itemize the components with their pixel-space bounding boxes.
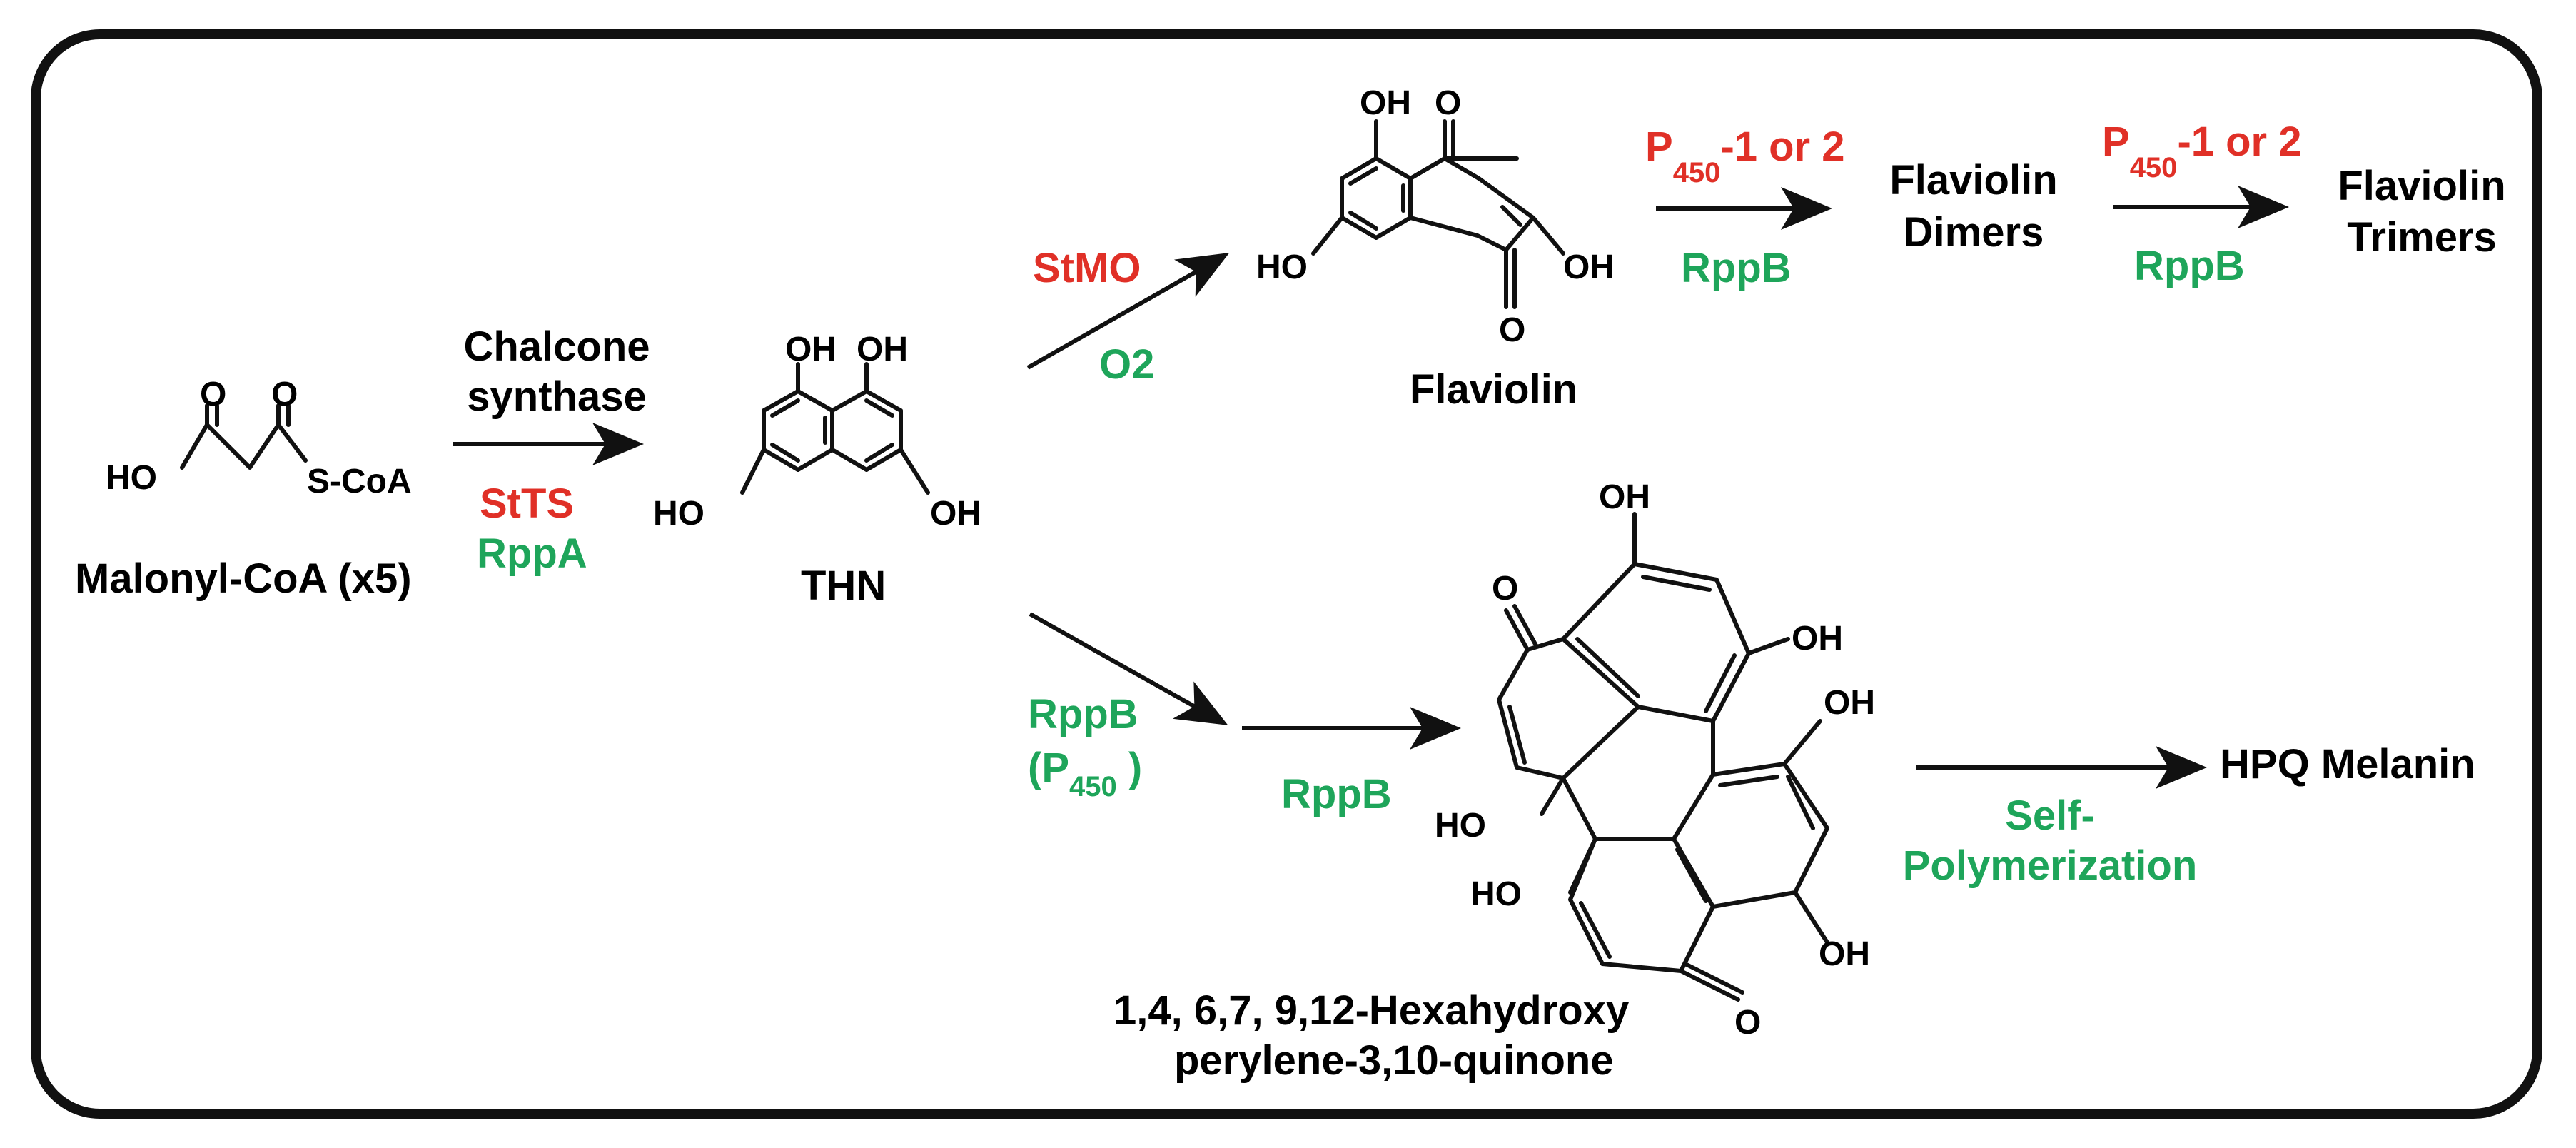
thn-ho-label: HO <box>653 495 704 533</box>
p450-b-sub: 450 <box>2130 152 2178 183</box>
rppa-label: RppA <box>477 530 587 577</box>
rppb-b-label: RppB <box>2134 243 2245 289</box>
hpq-oh-r1-label: OH <box>1824 684 1875 722</box>
hpq-o-left-label: O <box>1492 570 1518 608</box>
p450-paren-close: ) <box>1117 745 1142 791</box>
p450-b-label: P450-1 or 2 <box>2102 119 2302 183</box>
hpq-ho-l2-label: HO <box>1470 875 1522 913</box>
hpq-melanin-name: HPQ Melanin <box>2220 741 2475 787</box>
p450-b-rest: -1 or 2 <box>2177 119 2301 165</box>
hpq-o-bottom-label: O <box>1734 1004 1761 1042</box>
thn-oh1-label: OH <box>785 331 837 368</box>
p450-paren-sub: 450 <box>1069 771 1117 802</box>
hpq-oh-tr-label: OH <box>1792 620 1843 658</box>
self-polymerization-line1: Self- <box>2005 792 2095 839</box>
hpq-oh-top-label: OH <box>1599 478 1650 516</box>
flaviolin-structure: OH O HO OH O <box>1256 84 1615 349</box>
malonyl-o1-label: O <box>200 376 226 413</box>
malonyl-scoa-label: S-CoA <box>307 463 412 500</box>
rppb-a-label: RppB <box>1681 245 1792 291</box>
flaviolin-oh-right-label: OH <box>1563 248 1615 286</box>
chalcone-label-1: Chalcone <box>463 323 650 370</box>
flaviolin-name: Flaviolin <box>1410 366 1577 413</box>
arrow-rppb-p450 <box>1029 612 1228 725</box>
hpq-name-line2: perylene-3,10-quinone <box>1174 1037 1614 1084</box>
rppb-c-label: RppB <box>1028 691 1138 737</box>
self-polymerization-line2: Polymerization <box>1903 842 2198 889</box>
malonyl-coa-structure: HO O O S-CoA <box>106 376 412 500</box>
o2-label: O2 <box>1099 341 1154 388</box>
flaviolin-oh-top-label: OH <box>1360 84 1411 122</box>
diagram-border <box>31 29 2542 1119</box>
p450-a-label: P450-1 or 2 <box>1645 124 1845 188</box>
stmo-label: StMO <box>1033 245 1141 291</box>
p450-paren-open: (P <box>1028 745 1069 791</box>
thn-oh3-label: OH <box>930 495 981 533</box>
arrow-stmo <box>1026 253 1230 370</box>
hpq-name-line1: 1,4, 6,7, 9,12-Hexahydroxy <box>1113 987 1629 1034</box>
thn-oh2-label: OH <box>857 331 908 368</box>
flaviolin-o-bottom-label: O <box>1499 311 1525 349</box>
flaviolin-trimers-line2: Trimers <box>2347 214 2497 261</box>
p450-paren-label: (P450 ) <box>1028 745 1142 802</box>
malonyl-o2-label: O <box>271 376 298 413</box>
p450-a-sub: 450 <box>1673 157 1721 188</box>
flaviolin-o-top-label: O <box>1435 84 1461 122</box>
rppb-d-label: RppB <box>1281 771 1392 817</box>
hpq-ho-l1-label: HO <box>1435 807 1486 845</box>
flaviolin-trimers-line1: Flaviolin <box>2338 163 2505 209</box>
flaviolin-ho-label: HO <box>1256 248 1308 286</box>
hpq-structure: OH O OH OH HO HO OH O <box>1435 478 1875 1042</box>
malonyl-coa-name: Malonyl-CoA (x5) <box>75 555 412 602</box>
ststs-label: StTS <box>480 480 574 527</box>
flaviolin-dimers-line1: Flaviolin <box>1889 157 2057 203</box>
chalcone-label-2: synthase <box>467 373 646 420</box>
thn-name: THN <box>801 563 886 609</box>
p450-a-p: P <box>1645 124 1673 170</box>
p450-b-p: P <box>2102 119 2130 165</box>
hpq-oh-br-label: OH <box>1819 935 1870 973</box>
thn-structure: OH OH HO OH <box>653 331 981 533</box>
p450-a-rest: -1 or 2 <box>1720 124 1844 170</box>
malonyl-ho-label: HO <box>106 459 157 497</box>
flaviolin-dimers-line2: Dimers <box>1904 209 2044 256</box>
